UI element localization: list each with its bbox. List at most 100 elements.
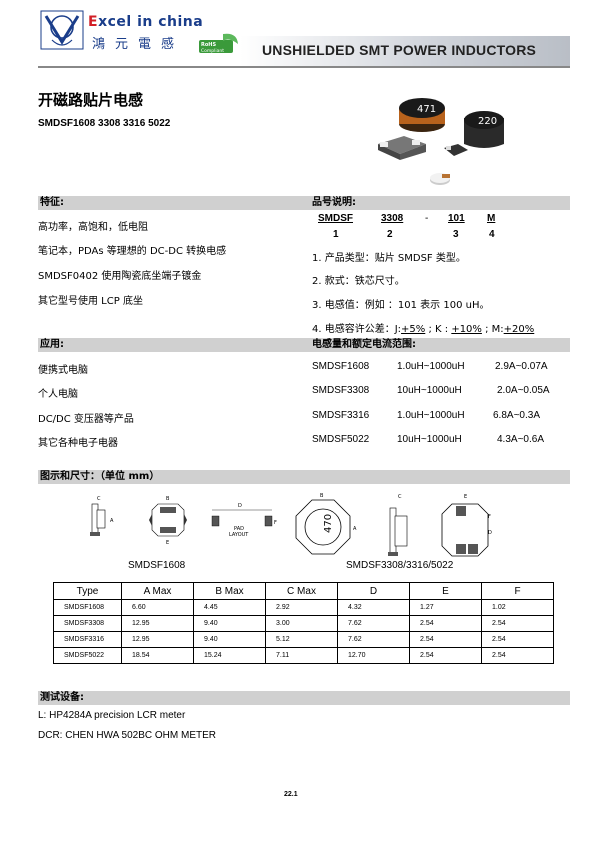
- pn-note: 2. 款式：铁芯尺寸。: [312, 276, 405, 287]
- photo-marking-220: 220: [478, 116, 497, 127]
- dim-label-e: E: [464, 494, 467, 500]
- col-header-e: E: [409, 582, 482, 600]
- pn-index: 4: [489, 229, 495, 240]
- dim-label-b: B: [166, 496, 170, 502]
- page-title: UNSHIELDED SMT POWER INDUCTORS: [262, 42, 537, 58]
- rating-inductance: 10uH~1000uH: [397, 434, 462, 445]
- rohs-compliant-label: Compliant: [201, 48, 224, 54]
- dim-label-b: B: [320, 493, 324, 499]
- cell: 2.54: [481, 647, 554, 664]
- layout-label: LAYOUT: [229, 532, 249, 538]
- page-number: 22.1: [284, 791, 298, 798]
- rating-model: SMDSF5022: [312, 434, 370, 445]
- dimensions-heading: 图示和尺寸：（单位 mm）: [38, 470, 570, 484]
- feature-item: 高功率，高饱和，低电阻: [38, 222, 148, 233]
- cell: 1.02: [481, 599, 554, 616]
- application-item: 其它各种电子电器: [38, 438, 118, 449]
- rating-model: SMDSF3316: [312, 410, 370, 421]
- rating-model: SMDSF3308: [312, 385, 370, 396]
- cell: 6.60: [121, 599, 194, 616]
- col-header-c: C Max: [265, 582, 338, 600]
- drawing-smdsf1608: C A B E D PAD LAYOUT F: [90, 496, 277, 546]
- pn-code-dash: -: [425, 213, 429, 224]
- rating-current: 2.9A~0.07A: [495, 361, 548, 372]
- col-header-f: F: [481, 582, 554, 600]
- col-header-a: A Max: [121, 582, 194, 600]
- features-heading: 特征:: [38, 196, 310, 210]
- pn-note: 3. 电感值：例如 ：101 表示 100 uH。: [312, 300, 490, 311]
- cell: 7.62: [337, 631, 410, 648]
- cell: 15.24: [193, 647, 266, 664]
- cell: 9.40: [193, 631, 266, 648]
- dim-label-f: F: [488, 514, 491, 520]
- application-item: 个人电脑: [38, 389, 78, 400]
- dim-label-a: A: [353, 526, 357, 532]
- cell: 12.95: [121, 615, 194, 632]
- cell: 4.32: [337, 599, 410, 616]
- cell: 7.62: [337, 615, 410, 632]
- cell: 2.54: [409, 647, 482, 664]
- applications-heading: 应用:: [38, 338, 310, 352]
- application-item: 便携式电脑: [38, 365, 88, 376]
- pn-index: 2: [387, 229, 393, 240]
- dim-label-c: C: [398, 494, 402, 500]
- col-header-d: D: [337, 582, 410, 600]
- brand-name-rest: xcel in china: [98, 14, 204, 30]
- rating-inductance: 1.0uH~1000uH: [397, 361, 465, 372]
- tol-m: +20%: [503, 324, 535, 335]
- caption-smdsf3308: SMDSF3308/3316/5022: [346, 560, 454, 571]
- pn-index: 1: [333, 229, 339, 240]
- tol-m-prefix: ; M:: [481, 324, 504, 335]
- tol-j: +5%: [401, 324, 426, 335]
- header-band: [240, 36, 570, 66]
- product-photo: 471 220: [378, 98, 504, 185]
- cell: 2.54: [481, 615, 554, 632]
- header-divider: [38, 66, 570, 68]
- part-marking: 470: [323, 514, 334, 533]
- cell: SMDSF5022: [53, 647, 122, 664]
- tol-k-prefix: ; K :: [425, 324, 452, 335]
- cell: 18.54: [121, 647, 194, 664]
- cell: 2.54: [409, 631, 482, 648]
- brand-name-chinese: 鴻元電感: [92, 37, 185, 52]
- table-header-row: Type A Max B Max C Max D E F: [53, 582, 554, 600]
- dim-label-c: C: [97, 496, 101, 502]
- photo-marking-471: 471: [417, 104, 436, 115]
- cell: 9.40: [193, 615, 266, 632]
- rating-inductance: 1.0uH~1000uH: [397, 410, 465, 421]
- col-header-type: Type: [53, 582, 122, 600]
- cell: 2.54: [409, 615, 482, 632]
- rating-current: 4.3A~0.6A: [497, 434, 544, 445]
- rating-inductance: 10uH~1000uH: [397, 385, 462, 396]
- product-title: 开磁路贴片电感: [38, 91, 144, 109]
- cell: 7.11: [265, 647, 338, 664]
- rating-current: 2.0A~0.05A: [497, 385, 550, 396]
- company-logo-icon: [40, 10, 84, 50]
- product-models: SMDSF1608 3308 3316 5022: [38, 118, 171, 129]
- test-equipment-item: L: HP4284A precision LCR meter: [38, 710, 186, 721]
- col-header-b: B Max: [193, 582, 266, 600]
- dim-label-e: E: [166, 540, 169, 546]
- pn-code-tolerance: M: [487, 213, 496, 224]
- cell: SMDSF1608: [53, 599, 122, 616]
- cell: SMDSF3316: [53, 631, 122, 648]
- rating-model: SMDSF1608: [312, 361, 370, 372]
- ratings-heading: 电感量和额定电流范围:: [310, 338, 570, 352]
- cell: 12.70: [337, 647, 410, 664]
- cell: 1.27: [409, 599, 482, 616]
- pn-index: 3: [453, 229, 459, 240]
- pn-code-size: 3308: [381, 213, 404, 224]
- pad-label: PAD: [234, 526, 244, 532]
- tol-prefix: 4. 电感容许公差：J:: [312, 324, 402, 335]
- cell: 5.12: [265, 631, 338, 648]
- cell: SMDSF3308: [53, 615, 122, 632]
- cell: 4.45: [193, 599, 266, 616]
- part-number-heading: 品号说明:: [310, 196, 570, 210]
- rohs-badge-icon: RoHS Compliant: [199, 33, 238, 54]
- rohs-label: RoHS: [201, 42, 216, 48]
